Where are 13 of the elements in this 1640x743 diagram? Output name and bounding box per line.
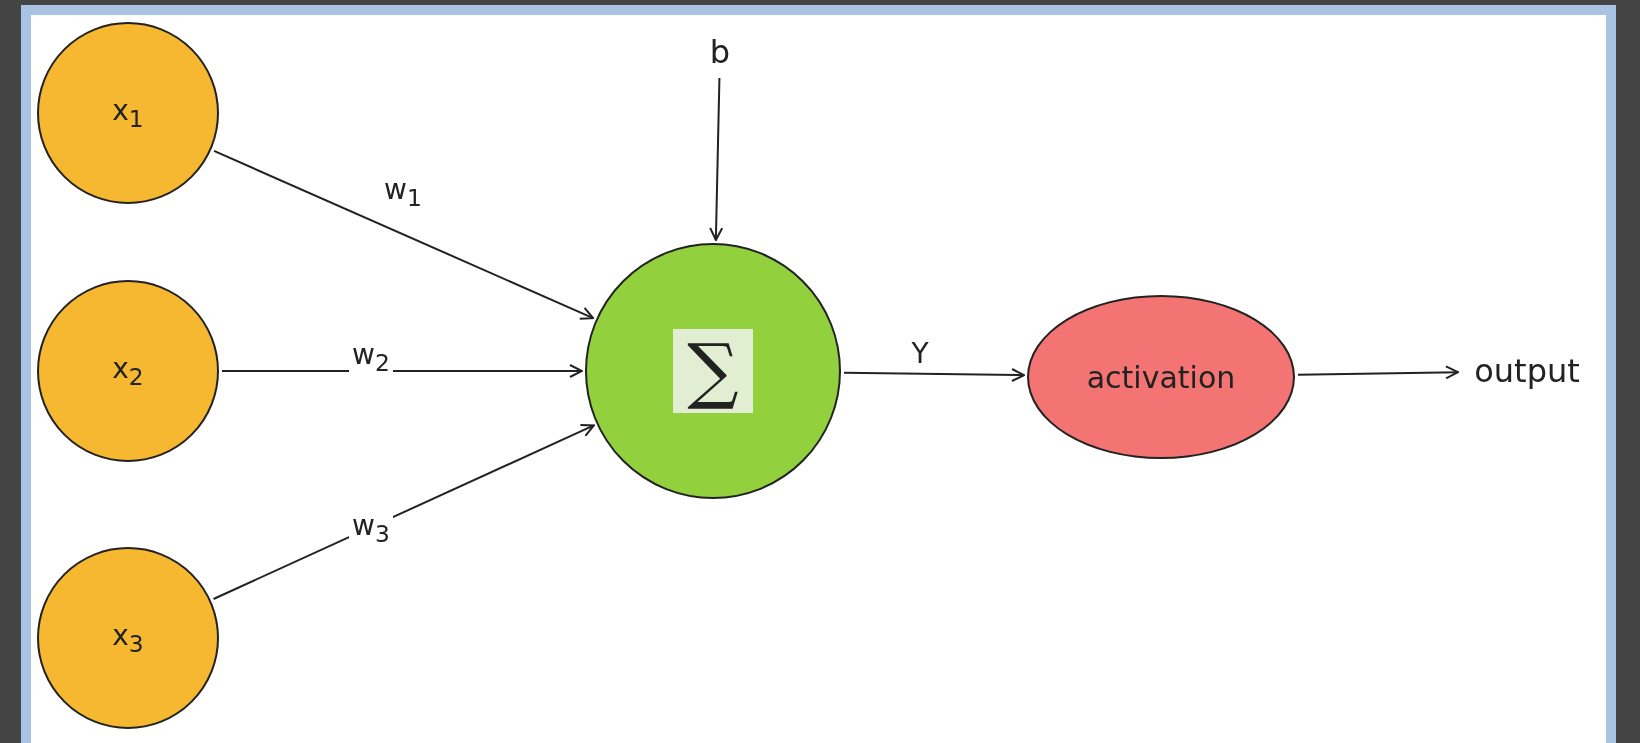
output-label: output — [1462, 349, 1592, 393]
arrow — [1296, 365, 1459, 380]
arrow — [212, 423, 595, 600]
arrow — [213, 149, 595, 320]
arrow — [843, 368, 1026, 382]
bias-label: b — [702, 30, 738, 74]
activation-label: activation — [1086, 359, 1236, 395]
input-label: x$_{1}$ — [112, 93, 144, 133]
sum-symbol: ∑ — [673, 329, 753, 413]
arrow — [221, 364, 583, 378]
input-label: x$_{2}$ — [112, 351, 144, 391]
input-label: x$_{3}$ — [112, 618, 144, 658]
arrow — [709, 77, 724, 242]
